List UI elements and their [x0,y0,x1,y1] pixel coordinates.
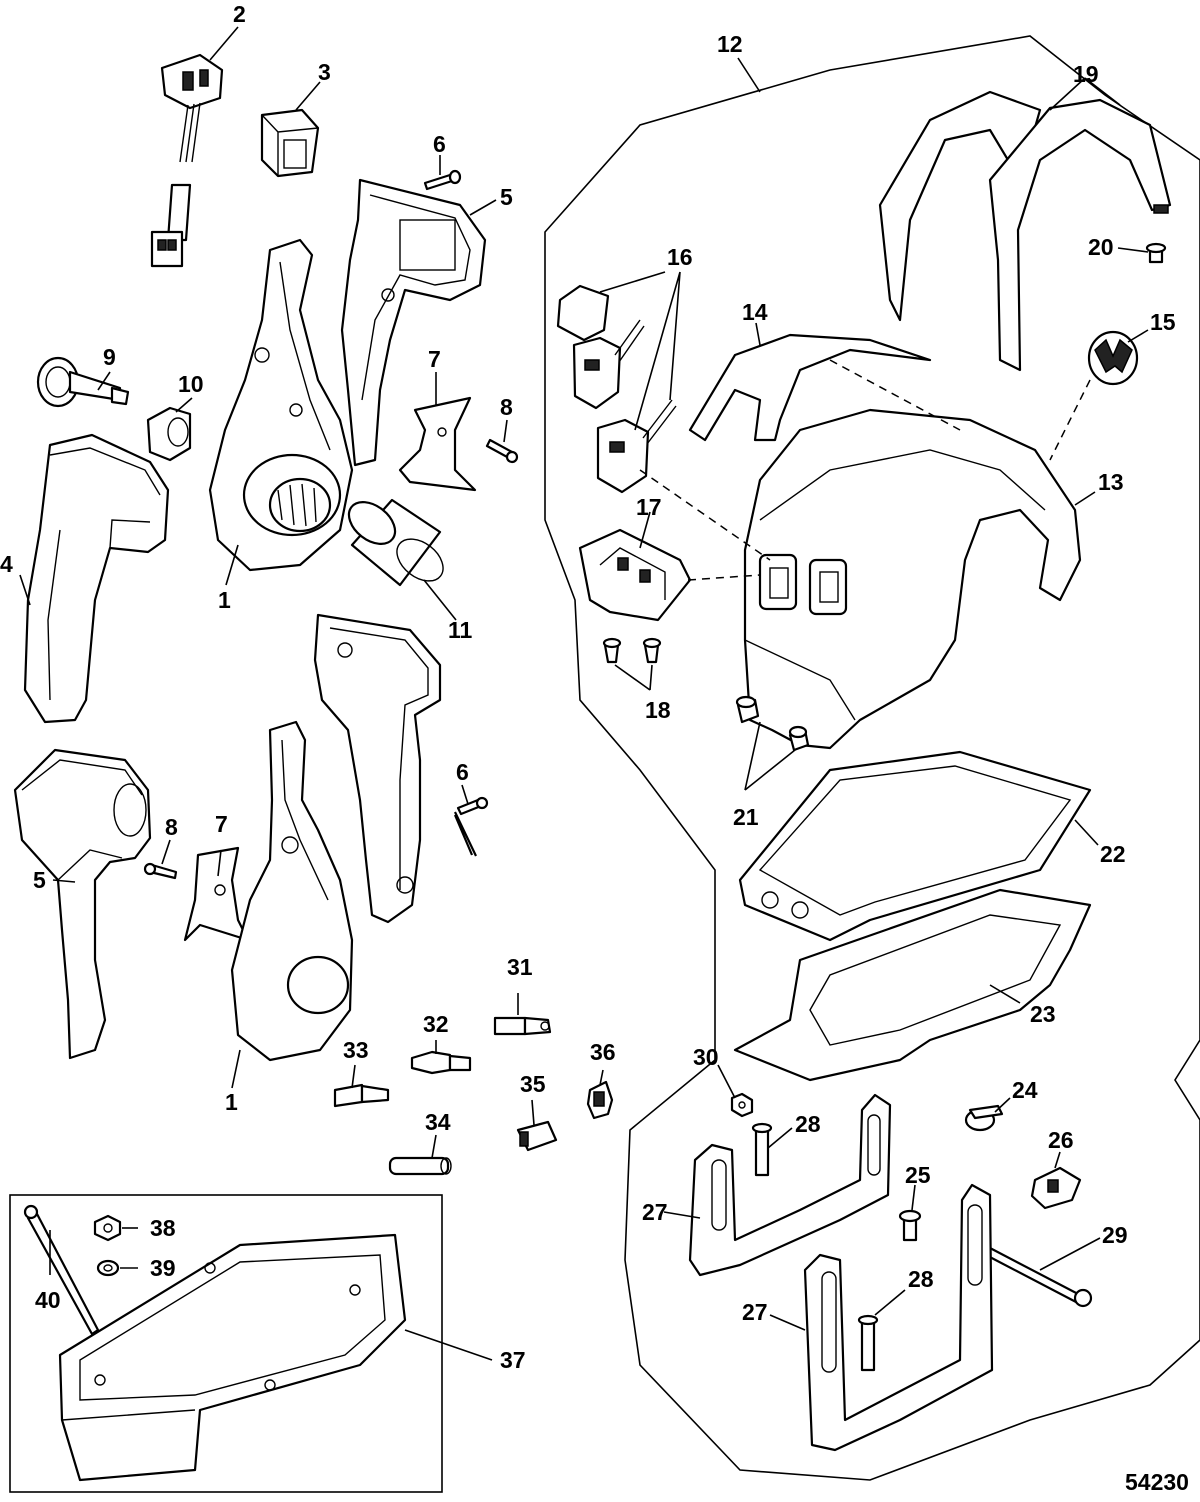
callout-22: 22 [1100,841,1126,867]
part-5-handle-cover-middle [313,613,442,924]
part-31-terminal [493,1016,552,1036]
callout-21: 21 [733,804,759,830]
callout-27-lower: 27 [742,1299,768,1325]
callout-10: 10 [178,371,204,397]
callout-9: 9 [103,344,116,370]
part-5-handle-cover-upper [340,178,487,467]
part-24-clamp [964,1104,1004,1132]
part-26-connector [1030,1166,1082,1210]
callout-7-upper: 7 [428,346,441,372]
part-39-washer [96,1259,120,1277]
callout-33: 33 [343,1037,369,1063]
part-6-screw-upper [423,169,462,191]
callout-39: 39 [150,1255,176,1281]
part-18-screws [602,637,662,664]
part-2-switch-harness [150,53,224,268]
callout-6-lower: 6 [456,759,469,785]
part-14-trim-strip [688,333,932,442]
callout-26: 26 [1048,1127,1074,1153]
callout-5-lower: 5 [33,867,46,893]
part-27-bracket-upper [688,1093,892,1277]
callout-32: 32 [423,1011,449,1037]
callout-14: 14 [742,299,768,325]
part-27-bracket-lower [803,1183,994,1452]
callout-23: 23 [1030,1001,1056,1027]
part-3-boot [260,108,320,178]
callout-8-upper: 8 [500,394,513,420]
callout-18: 18 [645,697,671,723]
callout-28-upper: 28 [795,1111,821,1137]
callout-35: 35 [520,1071,546,1097]
callout-40: 40 [35,1287,61,1313]
callout-27-upper: 27 [642,1199,668,1225]
part-13-housing-cover [743,408,1082,750]
part-29-long-bolt [984,1246,1093,1308]
part-1-control-arm-upper [208,238,354,572]
part-8-pin-upper [485,438,519,464]
part-1-arm-cover-lower [230,720,354,1062]
callout-12: 12 [717,31,743,57]
callout-30: 30 [693,1044,719,1070]
part-11-sleeve [347,498,444,587]
part-30-nut [730,1092,754,1118]
callout-29: 29 [1102,1222,1128,1248]
callout-4: 4 [0,551,13,577]
part-28-bolt-upper [751,1122,773,1177]
callout-28-lower: 28 [908,1266,934,1292]
callout-19: 19 [1073,61,1099,87]
callout-7-lower: 7 [215,811,228,837]
callout-31: 31 [507,954,533,980]
part-25-screw [898,1209,922,1242]
alignment-lines [639,359,1091,581]
leader-lines [19,26,1149,1361]
part-21-screws [735,695,810,752]
part-6-screw-lower [453,796,489,857]
part-38-nut [93,1214,122,1242]
part-36-clip [586,1080,614,1120]
callout-38: 38 [150,1215,176,1241]
part-16-connectors [556,284,677,494]
callout-20: 20 [1088,234,1114,260]
callout-5-upper: 5 [500,184,513,210]
part-34-tube [388,1156,452,1176]
part-37-mounting-base [58,1233,407,1482]
callout-8-lower: 8 [165,814,178,840]
part-33-terminal [333,1083,390,1108]
callout-1-upper: 1 [218,587,231,613]
callout-1-lower: 1 [225,1089,238,1115]
callout-11: 11 [448,617,473,643]
part-7-bracket-lower [183,846,250,942]
part-28-bolt-lower [857,1314,879,1372]
part-7-bracket-upper [398,396,477,492]
callout-15: 15 [1150,309,1176,335]
figure-number: 54230 [1125,1469,1189,1495]
callout-2: 2 [233,1,246,27]
callout-37: 37 [500,1347,526,1373]
part-10-bushing [146,406,192,462]
part-23-gasket [733,888,1092,1082]
part-19-trim-strips [878,90,1172,372]
callout-3: 3 [318,59,331,85]
part-15-logo-badge [1087,330,1139,386]
callout-34: 34 [425,1109,451,1135]
part-5-handle-lower [13,748,152,1060]
callout-25: 25 [905,1162,931,1188]
group-boundary-12 [544,35,1200,1481]
callout-6-upper: 6 [433,131,446,157]
part-4-handle [23,433,170,724]
callout-24: 24 [1012,1077,1038,1103]
part-22-frame [738,750,1092,942]
part-8-pin-lower [143,862,178,880]
part-20-screw [1145,242,1167,264]
part-35-clip [516,1120,558,1152]
callout-36: 36 [590,1039,616,1065]
part-32-terminal [410,1050,472,1075]
callout-17: 17 [636,494,662,520]
part-17-switch-bracket [578,528,692,622]
callout-13: 13 [1098,469,1124,495]
callout-16: 16 [667,244,693,270]
part-40-rod [23,1204,100,1336]
